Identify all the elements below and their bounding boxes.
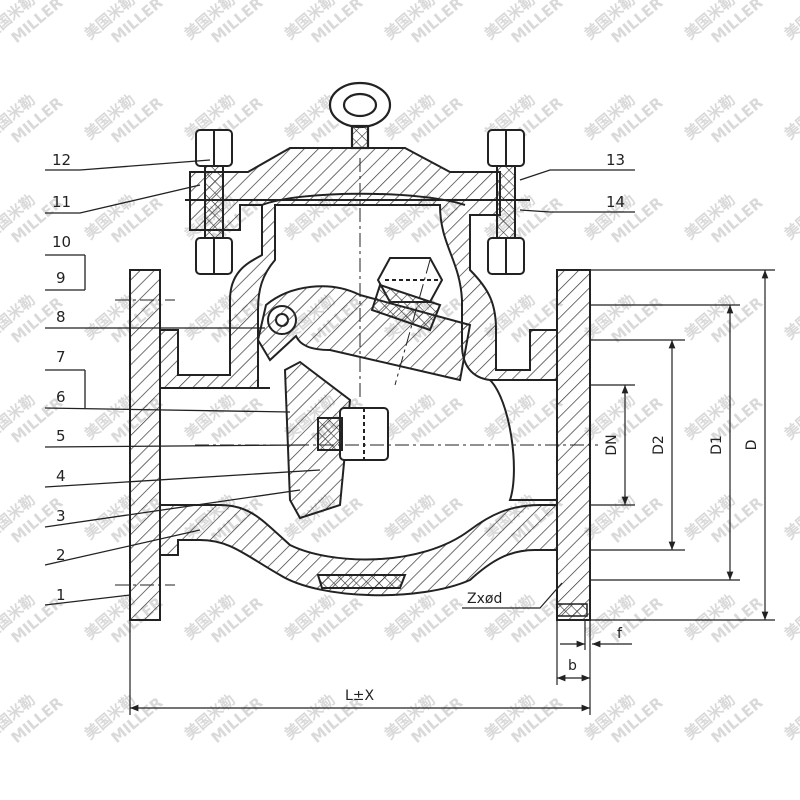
disc-axis-line	[394, 259, 431, 386]
part-label-5: 5	[56, 427, 66, 445]
part-label-1: 1	[56, 586, 66, 604]
bolt-hole-detail	[556, 603, 588, 617]
dim-bolt-holes-label: Zxød	[467, 591, 502, 607]
part-label-12: 12	[52, 151, 71, 169]
lower-body-wall	[159, 504, 558, 597]
outlet-bore-curve	[489, 379, 557, 501]
dim-d-label: D	[744, 440, 760, 451]
watermark-cn: 美国米勒	[781, 591, 800, 643]
watermark-cn: 美国米勒	[781, 491, 800, 543]
part-label-8: 8	[56, 308, 66, 326]
watermark-cn: 美国米勒	[781, 0, 800, 43]
lifting-eye	[328, 81, 392, 150]
dim-d1-label: D1	[709, 435, 725, 455]
part-label-2: 2	[56, 546, 66, 564]
part-label-10: 10	[52, 233, 71, 251]
dim-length-label: L±X	[345, 688, 375, 704]
part-label-3: 3	[56, 507, 66, 525]
upper-body-wall	[159, 147, 558, 389]
dim-b-label: b	[568, 658, 577, 674]
part-label-7: 7	[56, 348, 66, 366]
left-flange	[129, 269, 161, 621]
dim-d2-label: D2	[651, 435, 667, 455]
part-label-6: 6	[56, 388, 66, 406]
watermark-cn: 美国米勒	[781, 391, 800, 443]
watermark-cn: 美国米勒	[781, 91, 800, 143]
seat-ring	[316, 574, 407, 589]
disc-nut-lower	[317, 407, 389, 461]
dim-f-label: f	[617, 626, 623, 642]
part-label-4: 4	[56, 467, 66, 485]
watermark-cn: 美国米勒	[781, 191, 800, 243]
left-cover-bolt	[195, 129, 233, 275]
dim-dn-label: DN	[604, 434, 620, 455]
part-label-9: 9	[56, 269, 66, 287]
disc-nut-upper	[370, 257, 444, 332]
bolt-hole-leader	[462, 582, 563, 609]
part-label-11: 11	[52, 193, 71, 211]
watermark-cn: 美国米勒	[781, 291, 800, 343]
part-label-14: 14	[606, 193, 625, 211]
watermark-cn: 美国米勒	[781, 691, 800, 743]
right-cover-bolt	[487, 129, 525, 275]
part-label-13: 13	[606, 151, 625, 169]
hinge-arm	[256, 285, 472, 382]
